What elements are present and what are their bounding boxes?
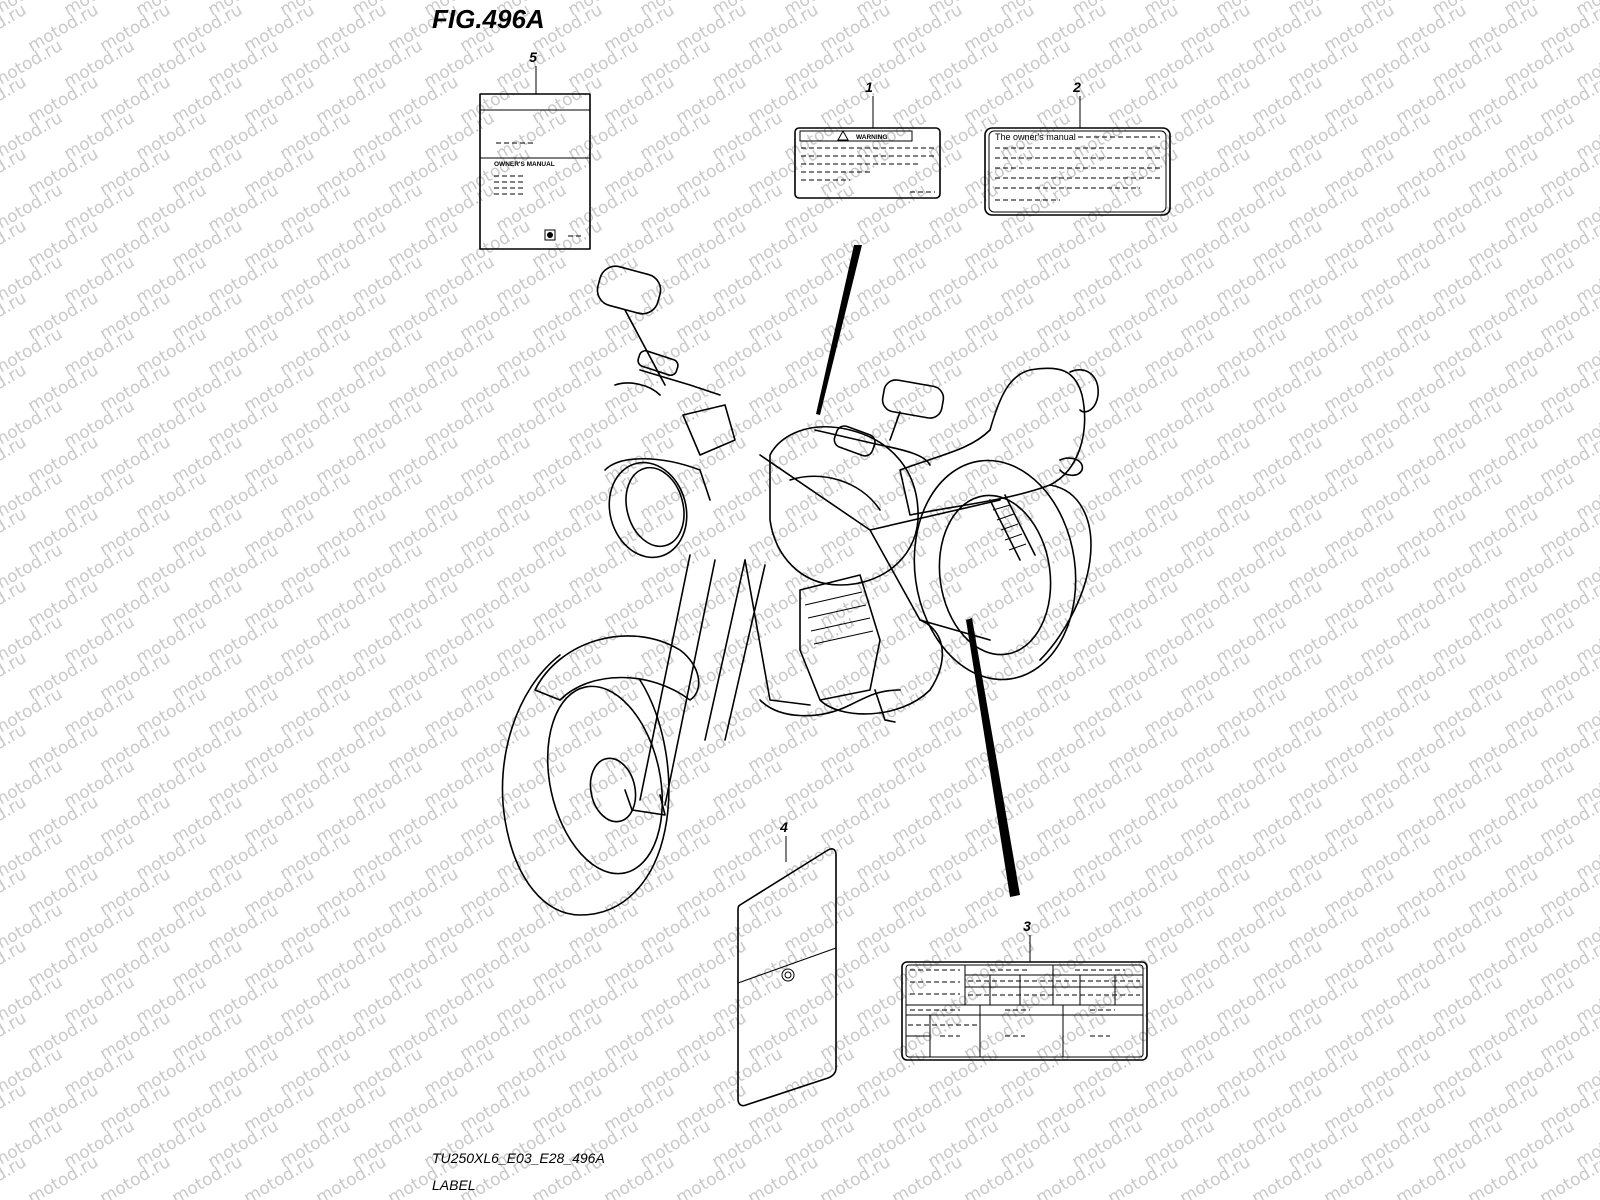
warning-label-outline <box>794 127 941 199</box>
front-fender <box>534 635 700 701</box>
callout-5: 5 <box>529 49 537 65</box>
front-brake-disc <box>589 757 637 823</box>
left-grip <box>637 349 679 377</box>
shock-spring <box>992 504 1027 551</box>
front-fork <box>624 554 716 816</box>
rear-fender <box>1039 484 1092 661</box>
left-mirror-stem <box>624 309 666 386</box>
watermark-text: motod.ru <box>0 432 30 488</box>
handlebar-right <box>814 429 931 466</box>
kickstand <box>874 689 896 723</box>
watermark-text: motod.ru <box>0 0 30 56</box>
watermark-text: motod.ru <box>0 864 30 920</box>
warning-header-box <box>799 130 913 142</box>
warning-header: WARNING <box>856 134 887 141</box>
figure-title: FIG.496A <box>432 4 545 34</box>
front-tire <box>501 654 670 916</box>
figure-name: LABEL <box>432 1177 476 1193</box>
watermark-text: motod.ru <box>0 360 30 416</box>
callout-1: 1 <box>865 79 873 95</box>
watermark-text: motod.ru <box>0 936 30 992</box>
engine-crankcase <box>819 619 944 715</box>
watermark-text: motod.ru <box>0 792 30 848</box>
film-sheet <box>737 848 837 1107</box>
watermark-text: motod.ru <box>0 1080 30 1136</box>
warning-triangle-icon <box>837 129 849 141</box>
manual-heading: OWNER'S MANUAL <box>494 161 555 168</box>
right-mirror-stem <box>889 411 901 441</box>
figure-code: TU250XL6_E03_E28_496A <box>432 1150 605 1166</box>
motorcycle-illustration <box>501 265 1099 916</box>
front-rim <box>546 685 664 875</box>
tank-seam <box>789 475 881 511</box>
speedometer <box>682 404 736 456</box>
watermark-text: motod.ru <box>0 144 30 200</box>
watermark-text: motod.ru <box>0 72 30 128</box>
fuel-tank <box>769 426 919 586</box>
part-1-warning-label[interactable]: 1 WARNING <box>794 79 941 199</box>
rear-tire <box>913 459 1077 681</box>
rear-turn-signal <box>1059 457 1084 477</box>
manual-cover <box>479 93 591 250</box>
tire-label-inner-border <box>905 964 1144 1058</box>
film-hole-inner <box>784 971 792 979</box>
part-5-owners-manual[interactable]: 5 OWNER'S MANUAL <box>479 49 591 250</box>
front-fork-right <box>704 559 766 741</box>
handlebar-left <box>614 369 721 396</box>
left-mirror <box>596 265 662 315</box>
watermark-text: motod.ru <box>0 648 30 704</box>
info-header: The owner's manual <box>995 132 1076 142</box>
tire-label-outline <box>901 961 1148 1061</box>
film-fold-line <box>737 947 837 984</box>
info-label-inner-border <box>988 130 1167 213</box>
film-hole <box>781 968 795 982</box>
seat-rear-hump <box>1069 369 1099 413</box>
pointer-arrow-3 <box>966 618 1020 897</box>
callout-4: 4 <box>779 819 788 835</box>
frame-down-tube <box>744 559 811 706</box>
engine-fins <box>804 591 874 645</box>
part-4-clear-film[interactable]: 4 <box>737 819 837 1107</box>
watermark-text: motod.ru <box>0 720 30 776</box>
brand-emblem-icon <box>547 232 553 238</box>
watermark-text: motod.ru <box>0 216 30 272</box>
part-3-tire-label[interactable]: 3 <box>901 918 1148 1061</box>
headlight <box>608 461 688 559</box>
callout-2: 2 <box>1072 79 1081 95</box>
right-grip <box>833 425 876 457</box>
watermark-text: motod.ru <box>1537 1152 1600 1200</box>
seat <box>899 367 1086 516</box>
right-mirror <box>881 379 945 419</box>
info-label-outline <box>984 127 1171 216</box>
watermark-text: motod.ru <box>0 576 30 632</box>
engine-cylinder <box>799 574 881 701</box>
watermark-text: motod.ru <box>0 288 30 344</box>
headlight-lens <box>625 466 685 548</box>
watermark-text: motod.ru <box>0 504 30 560</box>
headlight-bracket <box>604 458 711 501</box>
part-2-info-label[interactable]: 2 The owner's manual <box>984 79 1171 216</box>
watermark-text: motod.ru <box>0 1008 30 1064</box>
rear-rim <box>938 494 1052 656</box>
pointer-arrow-1 <box>816 245 862 415</box>
frame-main <box>759 454 1001 641</box>
callout-3: 3 <box>1023 918 1031 934</box>
exhaust-pipe <box>759 689 901 717</box>
manual-logo-icon <box>544 229 556 241</box>
